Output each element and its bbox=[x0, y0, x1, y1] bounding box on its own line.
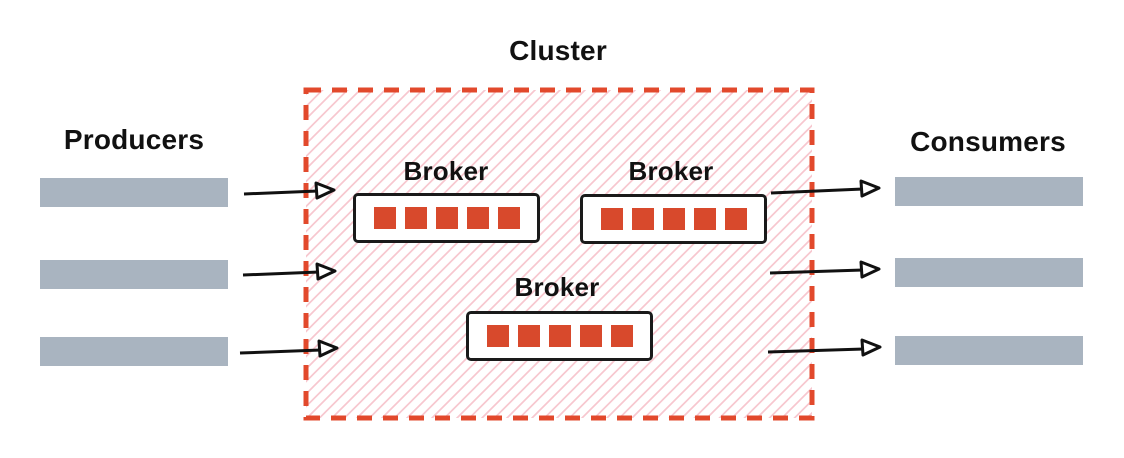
consumer-stream-bar-2 bbox=[895, 258, 1083, 287]
arrow-consumer-2 bbox=[769, 260, 881, 279]
cluster-boundary bbox=[303, 87, 815, 421]
broker-2-title: Broker bbox=[628, 156, 714, 186]
arrow-producer-1 bbox=[243, 181, 336, 200]
partition-square bbox=[631, 208, 654, 230]
arrow-producer-2 bbox=[242, 262, 337, 281]
arrow-producer-3 bbox=[239, 339, 339, 358]
arrow-consumer-3 bbox=[767, 338, 882, 357]
broker-2-box bbox=[580, 194, 767, 244]
broker-1-title: Broker bbox=[403, 156, 489, 186]
cluster-title: Cluster bbox=[509, 35, 607, 66]
consumers-title: Consumers bbox=[910, 126, 1066, 157]
consumer-stream-bar-3 bbox=[895, 336, 1083, 365]
broker-1-box bbox=[353, 193, 540, 243]
consumer-stream-bar-1 bbox=[895, 177, 1083, 206]
partition-square bbox=[662, 208, 685, 230]
partition-square bbox=[435, 207, 458, 229]
partition-square bbox=[404, 207, 427, 229]
partition-square bbox=[373, 207, 396, 229]
partition-square bbox=[693, 208, 716, 230]
partition-square bbox=[600, 208, 623, 230]
partition-square bbox=[610, 325, 633, 347]
broker-3-box bbox=[466, 311, 653, 361]
arrow-consumer-1 bbox=[770, 179, 881, 198]
partition-square bbox=[517, 325, 540, 347]
broker-3-title: Broker bbox=[514, 272, 600, 302]
partition-square bbox=[497, 207, 520, 229]
producer-stream-bar-3 bbox=[40, 337, 228, 366]
partition-square bbox=[466, 207, 489, 229]
producers-title: Producers bbox=[63, 124, 205, 155]
producer-stream-bar-2 bbox=[40, 260, 228, 289]
partition-square bbox=[548, 325, 571, 347]
producer-stream-bar-1 bbox=[40, 178, 228, 207]
partition-square bbox=[724, 208, 747, 230]
partition-square bbox=[486, 325, 509, 347]
partition-square bbox=[579, 325, 602, 347]
